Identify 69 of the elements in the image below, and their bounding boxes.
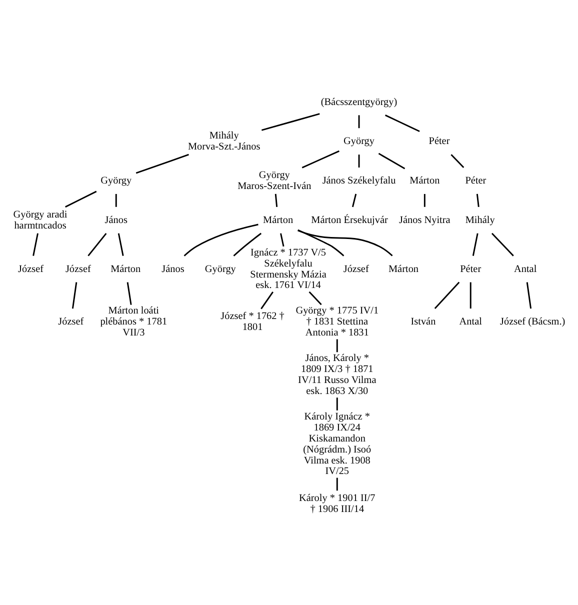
connector (358, 154, 360, 168)
node-text: Antal (459, 316, 482, 328)
node-text: Márton (388, 263, 419, 274)
node-text: István (410, 316, 436, 328)
node-text: (Bácsszentgyörgy) (320, 96, 398, 108)
node-text: Károly * 1901 II/7 † 1906 III/14 (299, 492, 376, 515)
node-text: György (204, 263, 236, 274)
connector (526, 282, 532, 308)
connector (476, 193, 480, 206)
connector (298, 228, 344, 256)
node-text: Péter (428, 136, 450, 147)
connector (302, 150, 340, 168)
node-text: József (58, 316, 84, 328)
node-text: József (343, 263, 369, 274)
connector (72, 282, 78, 308)
connector (378, 152, 406, 169)
node-text: János (104, 214, 128, 226)
node-text: János Nyitra (399, 214, 450, 226)
connector (274, 193, 278, 206)
node-text: József * 1762 † 1801 (220, 310, 284, 333)
node-text: György Maros-Szent-Iván (238, 170, 312, 192)
node-text: Károly Ignácz * 1869 IX/24 Kiskamandon (Nógrádm.) Isoó Vilma esk. 1908 IV/25 (303, 410, 372, 477)
node-text: József (Bácsm.) (500, 316, 566, 328)
connector (280, 232, 284, 246)
node-text: Mihály (465, 214, 495, 226)
node-text: Antal (514, 263, 537, 274)
connector (298, 229, 393, 256)
node-text: Mihály Morva-Szt.-János (188, 130, 260, 152)
node-text: Márton Érsekujvár (311, 214, 388, 226)
connector (358, 114, 360, 128)
connector (126, 282, 132, 304)
connector (308, 290, 322, 305)
connector (424, 193, 426, 206)
node-text: György (100, 175, 132, 186)
connector (336, 477, 338, 490)
connector (115, 193, 117, 206)
connector (384, 114, 420, 132)
connector (136, 153, 189, 174)
connector (118, 232, 124, 256)
node-text: György (344, 136, 375, 147)
node-text: Márton (263, 214, 294, 226)
connector (472, 232, 478, 256)
node-text: György * 1775 IV/1 † 1831 Stettina Antonia * 1831 (296, 305, 379, 338)
connector (434, 281, 460, 309)
node-text: József (65, 263, 91, 274)
node-text: Márton (110, 263, 141, 274)
connector (491, 232, 514, 256)
connector (450, 154, 464, 168)
connector (336, 338, 338, 352)
node-text: János Székelyfalu (322, 175, 396, 186)
node-text: Péter (460, 263, 482, 274)
node-text: György aradi harmtncados (13, 208, 68, 231)
node-text: Péter (465, 175, 486, 186)
connector (88, 232, 107, 256)
connector (65, 190, 97, 208)
connector (336, 397, 338, 410)
node-text: József (18, 263, 44, 274)
node-text: János (162, 263, 184, 274)
node-text: Márton (410, 175, 440, 186)
connector (32, 232, 38, 256)
connector (184, 223, 258, 256)
connector (233, 232, 262, 256)
connector (260, 291, 274, 309)
node-text: János, Károly * 1809 IX/3 † 1871 IV/11 Russo Vilma esk. 1863 X/30 (298, 352, 376, 396)
node-text: Ignácz * 1737 V/5 Székelyfalu Stermensky Mázia esk. 1761 VI/14 (250, 246, 326, 291)
connector (352, 193, 357, 207)
connector (470, 282, 472, 308)
connector (261, 112, 320, 130)
node-text: Márton loáti plébános * 1781 VII/3 (100, 305, 168, 338)
